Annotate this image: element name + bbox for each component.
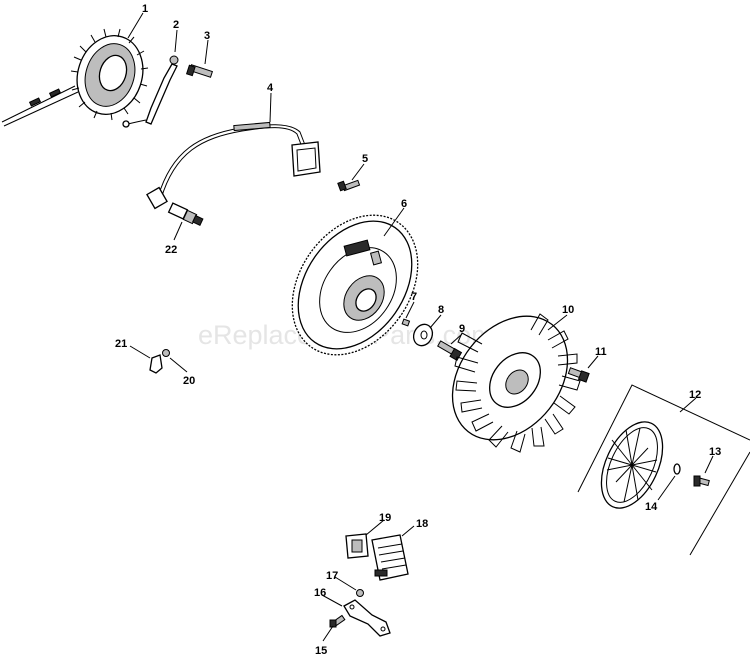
key-part-7[interactable] bbox=[401, 318, 411, 327]
screw-part-15[interactable] bbox=[329, 614, 346, 628]
callout-21: 21 bbox=[115, 338, 127, 350]
leader-lines bbox=[127, 12, 714, 642]
callout-22: 22 bbox=[165, 244, 177, 256]
callout-7: 7 bbox=[411, 291, 417, 303]
callout-1: 1 bbox=[142, 3, 148, 15]
callout-8: 8 bbox=[438, 304, 444, 316]
flywheel-part[interactable] bbox=[266, 191, 443, 379]
screw-part-3[interactable] bbox=[185, 64, 214, 78]
spark-plug-part[interactable] bbox=[167, 202, 204, 226]
callout-13: 13 bbox=[709, 446, 721, 458]
screw-part-13[interactable] bbox=[693, 475, 710, 487]
ground-lead-part[interactable] bbox=[122, 55, 179, 128]
callout-14: 14 bbox=[645, 501, 658, 513]
callout-20: 20 bbox=[183, 375, 195, 387]
callout-15: 15 bbox=[315, 645, 327, 657]
callout-10: 10 bbox=[562, 304, 574, 316]
washer-part-17[interactable] bbox=[356, 589, 364, 597]
callout-4: 4 bbox=[267, 82, 274, 94]
callout-12: 12 bbox=[689, 389, 701, 401]
callout-11: 11 bbox=[595, 346, 607, 358]
washer-part-20[interactable] bbox=[162, 349, 170, 357]
callout-18: 18 bbox=[416, 518, 428, 530]
ignition-module-part[interactable] bbox=[146, 121, 321, 210]
stator-part[interactable] bbox=[1, 27, 153, 127]
screw-part-5[interactable] bbox=[337, 179, 361, 192]
callout-19: 19 bbox=[379, 512, 391, 524]
rectifier-part[interactable] bbox=[371, 534, 409, 581]
bolt-part-11[interactable] bbox=[567, 367, 590, 383]
callout-2: 2 bbox=[173, 19, 179, 31]
callout-3: 3 bbox=[204, 30, 210, 42]
washer-part-8[interactable] bbox=[410, 321, 436, 349]
washer-part-14[interactable] bbox=[673, 463, 681, 475]
callout-9: 9 bbox=[459, 323, 465, 335]
bracket-part[interactable] bbox=[343, 599, 391, 637]
fan-part[interactable] bbox=[429, 294, 592, 463]
callout-5: 5 bbox=[362, 153, 368, 165]
clip-part-21[interactable] bbox=[149, 354, 163, 374]
connector-part[interactable] bbox=[345, 533, 369, 559]
callout-16: 16 bbox=[314, 587, 326, 599]
callout-17: 17 bbox=[326, 570, 338, 582]
grille-kit-part[interactable] bbox=[577, 384, 750, 556]
callout-6: 6 bbox=[401, 198, 407, 210]
callout-labels: 1 2 3 4 5 6 7 8 9 10 11 12 13 14 15 16 1… bbox=[115, 3, 721, 657]
